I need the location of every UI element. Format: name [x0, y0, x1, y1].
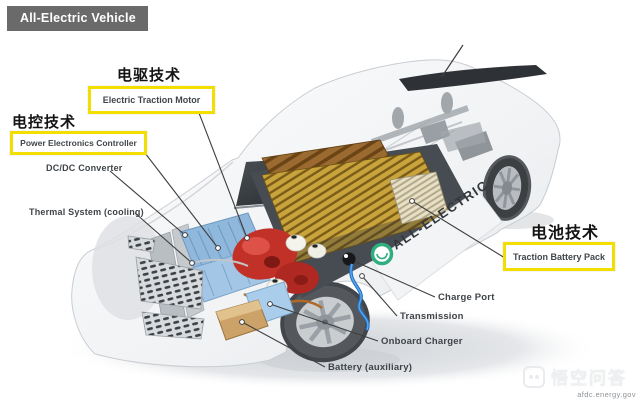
- rear-suspension: [370, 92, 493, 161]
- leader-dcdc-converter: [109, 170, 186, 236]
- leader-lines: [109, 112, 506, 368]
- label-electric-traction-motor: Electric Traction Motor: [88, 86, 215, 114]
- charge-cable-highlight: [350, 263, 369, 331]
- roof-antenna-line: [440, 44, 464, 79]
- label-power-electronics-controller: Power Electronics Controller: [10, 131, 147, 155]
- category-heading-battery: 电池技术: [531, 225, 600, 242]
- leader-traction-battery-pack: [411, 200, 506, 259]
- label-electric-traction-motor-text: Electric Traction Motor: [102, 95, 201, 105]
- leader-transmission: [361, 275, 398, 317]
- category-heading-drive: 电驱技术: [117, 67, 182, 84]
- leader-charge-port: [355, 261, 436, 298]
- front-grille: [127, 235, 249, 340]
- leader-dots: [182, 198, 415, 325]
- leader-onboard-charger: [269, 303, 379, 342]
- watermark-text: 悟空问答: [551, 369, 627, 388]
- watermark: 悟空问答: [523, 364, 627, 389]
- label-thermal-system: Thermal System (cooling): [29, 207, 144, 217]
- label-traction-battery-pack-text: Traction Battery Pack: [512, 251, 606, 262]
- leader-power-electronics-controller: [144, 152, 219, 249]
- sunroof: [399, 65, 547, 91]
- leader-battery-auxiliary: [241, 321, 326, 368]
- sill-band: [371, 189, 503, 301]
- label-battery-auxiliary: Battery (auxiliary): [328, 362, 413, 373]
- charge-port-part: [341, 251, 357, 267]
- page-title: All-Electric Vehicle: [7, 6, 148, 31]
- label-power-electronics-controller-text: Power Electronics Controller: [20, 138, 137, 148]
- roof-antenna-dot: [439, 77, 443, 81]
- label-dcdc-converter: DC/DC Converter: [46, 163, 123, 173]
- watermark-logo-icon: [523, 365, 545, 388]
- label-transmission: Transmission: [400, 311, 464, 322]
- charge-port-dot: [344, 254, 348, 258]
- rear-wheel: [482, 155, 532, 221]
- leader-thermal-system: [134, 212, 193, 264]
- leader-electric-traction-motor: [198, 112, 248, 239]
- label-charge-port: Charge Port: [438, 292, 495, 303]
- source-credit: afdc.energy.gov: [577, 390, 636, 399]
- label-traction-battery-pack: Traction Battery Pack: [503, 242, 615, 271]
- brand-logo-ring: [370, 242, 394, 266]
- label-onboard-charger: Onboard Charger: [381, 336, 463, 347]
- brand-logo-swoosh: [376, 252, 388, 260]
- category-heading-control: 电控技术: [12, 114, 77, 131]
